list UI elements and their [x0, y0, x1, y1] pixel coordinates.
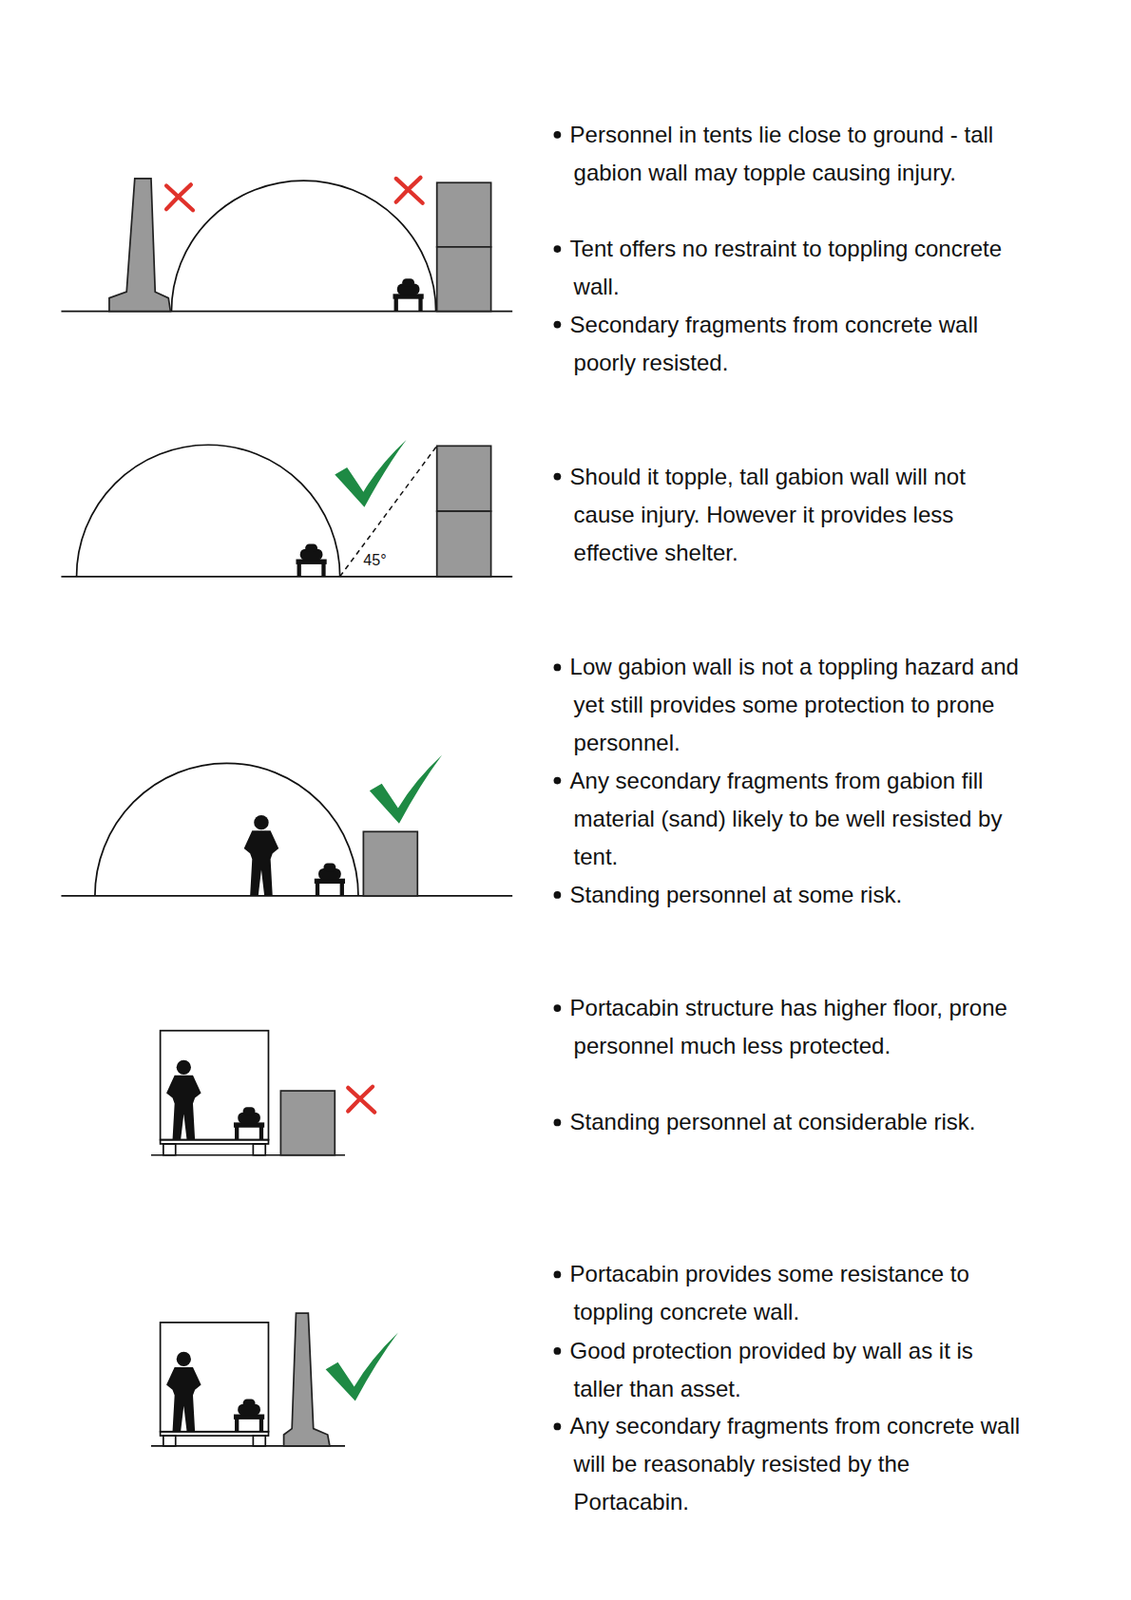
bullet-note: Standing personnel at some risk.	[570, 876, 1027, 915]
angle-label: 45°	[361, 551, 388, 571]
bullet-note: Any secondary fragments from gabion fill…	[570, 762, 1027, 877]
bullet-dot	[554, 1423, 562, 1432]
asset-icon	[295, 543, 326, 576]
bullet-note: Portacabin structure has higher floor, p…	[570, 989, 1027, 1066]
check-marks	[325, 440, 442, 1402]
bullet-note: Portacabin provides some resistance to t…	[570, 1255, 1027, 1332]
bullet-dots	[554, 131, 562, 1431]
bullet-note: Tent offers no restraint to toppling con…	[570, 230, 1027, 307]
bullet-note: Standing personnel at considerable risk.	[570, 1103, 1027, 1142]
ground-lines	[60, 311, 513, 1447]
person-figure	[244, 815, 280, 897]
bullet-dot	[554, 473, 562, 481]
bullet-dot	[554, 777, 562, 786]
bullet-dot	[554, 891, 562, 900]
bullet-note: Good protection provided by wall as it i…	[570, 1332, 1027, 1409]
bullet-dot	[554, 1347, 562, 1356]
gabion-walls	[280, 182, 491, 1156]
bullet-note: Any secondary fragments from concrete wa…	[570, 1407, 1027, 1522]
bullet-dot	[554, 1119, 562, 1128]
bullet-note: Secondary fragments from concrete wall p…	[570, 306, 1027, 383]
bullet-dot	[554, 664, 562, 672]
bullet-dot	[554, 1271, 562, 1280]
person-figure	[166, 1352, 202, 1433]
asset-icon	[314, 863, 346, 897]
bullet-dot	[554, 321, 562, 329]
concrete-walls	[109, 178, 330, 1447]
bullet-dot	[554, 1004, 562, 1013]
portacabins	[160, 1031, 269, 1447]
figures	[166, 278, 424, 1433]
asset-icon	[392, 278, 423, 311]
bullet-dot	[554, 245, 562, 253]
person-figure	[166, 1060, 202, 1141]
asset-icon	[233, 1107, 265, 1140]
asset-icon	[233, 1399, 265, 1432]
bullet-dot	[554, 131, 562, 139]
bullet-note: Personnel in tents lie close to ground -…	[570, 115, 1027, 192]
cross-marks	[166, 177, 423, 1113]
bullet-note: Low gabion wall is not a toppling hazard…	[570, 648, 1027, 763]
bullet-note: Should it topple, tall gabion wall will …	[570, 458, 1027, 573]
